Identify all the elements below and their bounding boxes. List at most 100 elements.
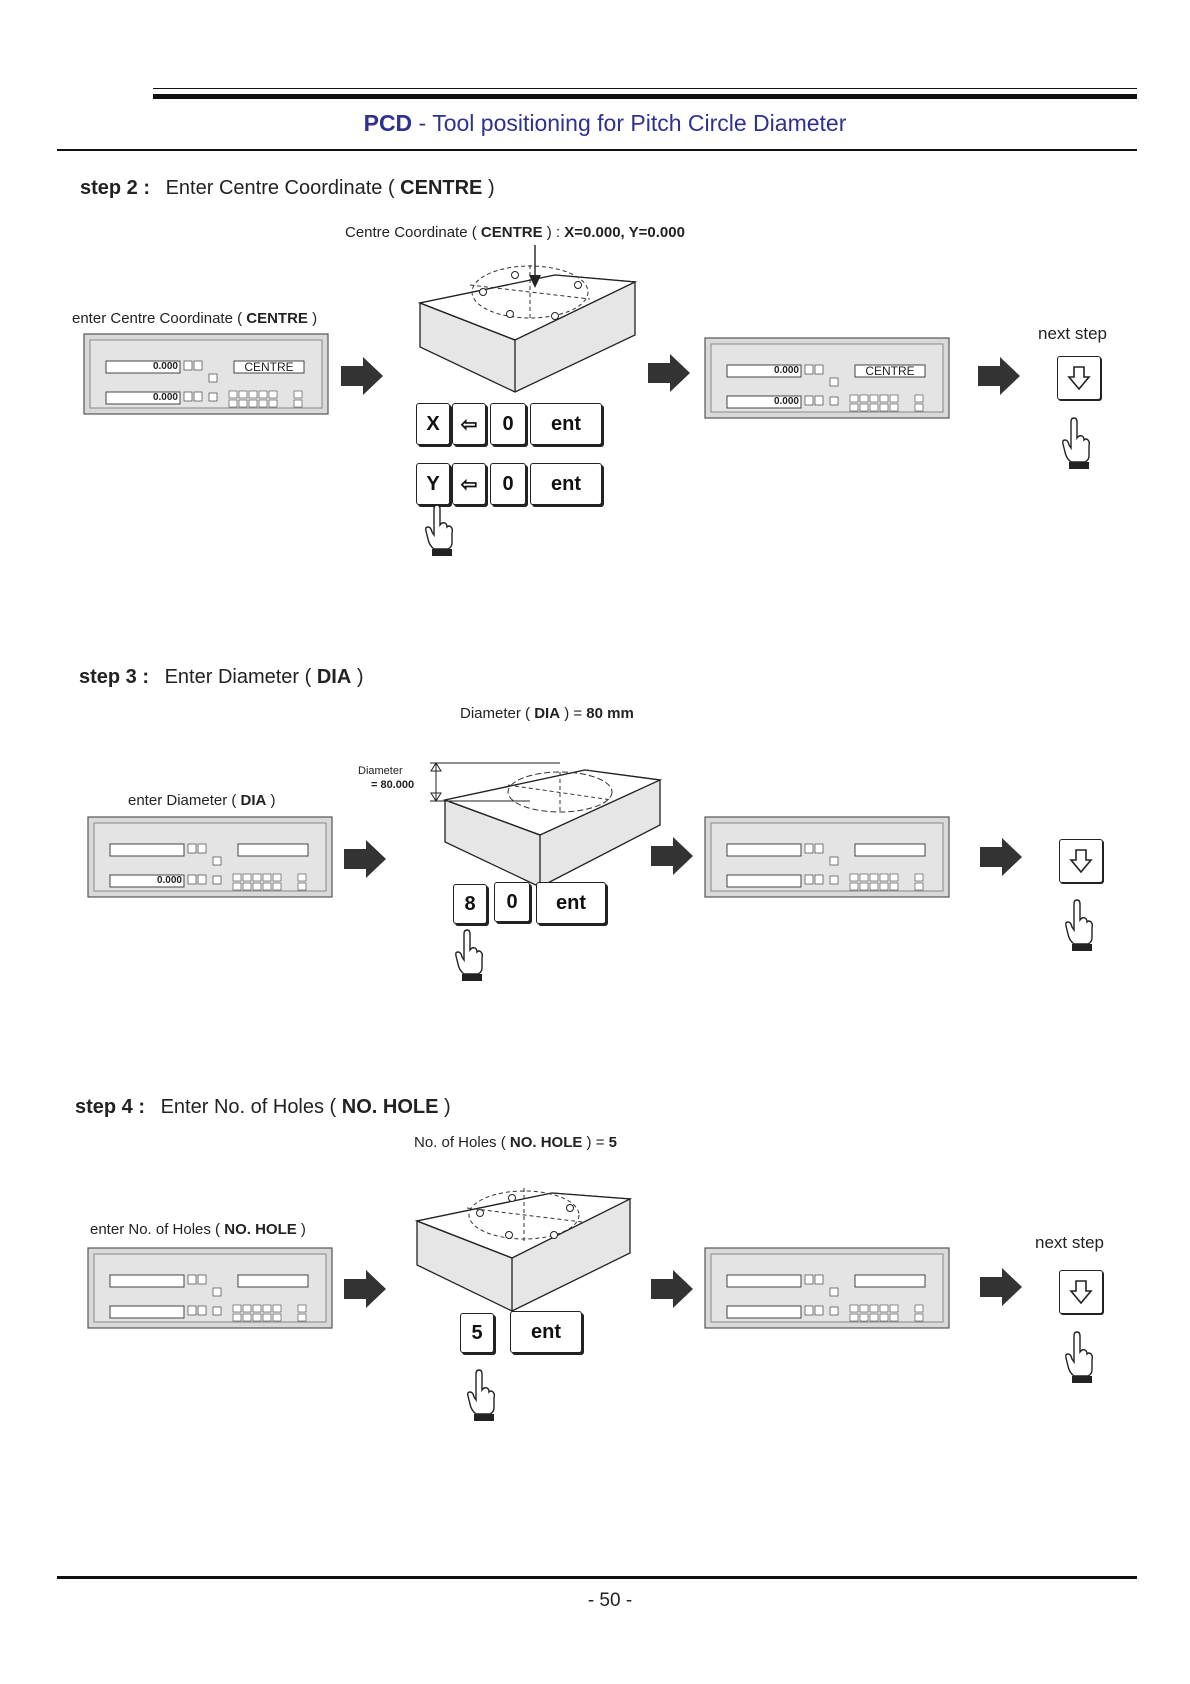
step4-heading: step 4 : Enter No. of Holes ( NO. HOLE )	[75, 1096, 451, 1119]
step2-text-bold: CENTRE	[400, 177, 483, 199]
down-arrow-button[interactable]	[1059, 1270, 1103, 1314]
step3-text-post: )	[351, 666, 364, 688]
step4-enter-cap-bold: NO. HOLE	[224, 1221, 297, 1238]
next-step-label: next step	[1035, 1233, 1104, 1252]
key-backspace-button[interactable]: ⇦	[452, 403, 486, 445]
step4-diag-cap-mid: ) =	[582, 1134, 609, 1151]
step3-text-bold: DIA	[316, 666, 352, 688]
dro-panel-graphic	[83, 333, 329, 415]
diameter-label: Diameter	[358, 765, 403, 777]
dro-panel-graphic	[704, 1247, 950, 1329]
key-ent-button[interactable]: ent	[510, 1311, 582, 1353]
step4-enter-caption: enter No. of Holes ( NO. HOLE )	[90, 1221, 306, 1238]
dro-message: CENTRE	[865, 364, 915, 378]
dro-x-value: 0.000	[773, 365, 799, 376]
step2-enter-caption: enter Centre Coordinate ( CENTRE )	[72, 310, 317, 327]
step2-enter-cap-pre: enter Centre Coordinate (	[72, 310, 247, 327]
next-step-label: next step	[1038, 324, 1107, 343]
pointing-hand-icon	[467, 1369, 496, 1421]
title-bold: PCD	[363, 110, 413, 136]
step3-dro-before: 0.000	[87, 816, 333, 898]
dro-y-value: 0.000	[156, 875, 182, 886]
step4-dro-before	[87, 1247, 333, 1329]
step2-heading: step 2 : Enter Centre Coordinate ( CENTR…	[80, 177, 495, 200]
step2-diag-cap-pre: Centre Coordinate (	[345, 224, 481, 241]
down-arrow-icon	[1069, 1280, 1093, 1305]
step2-diag-cap-value: X=0.000, Y=0.000	[564, 224, 685, 241]
dro-panel-graphic	[87, 816, 333, 898]
step2-enter-cap-post: )	[307, 310, 318, 327]
step3-text-pre: Enter Diameter (	[164, 666, 317, 688]
step2-text-pre: Enter Centre Coordinate (	[165, 177, 401, 199]
step3-workpiece-diagram	[430, 762, 663, 888]
title-underline	[57, 149, 1137, 151]
flow-arrow-icon	[648, 354, 690, 392]
step2-diag-cap-mid: ) :	[542, 224, 565, 241]
pointing-hand-icon	[1065, 899, 1094, 951]
key-backspace-button[interactable]: ⇦	[452, 463, 486, 505]
step4-enter-cap-post: )	[296, 1221, 306, 1238]
page-number: - 50 -	[587, 1590, 633, 1611]
key-0-button[interactable]: 0	[490, 463, 526, 505]
footer-rule	[57, 1576, 1137, 1579]
down-arrow-icon	[1067, 366, 1091, 391]
dro-panel-graphic	[87, 1247, 333, 1329]
pointing-hand-icon	[1065, 1331, 1094, 1383]
flow-arrow-icon	[980, 838, 1022, 876]
step4-text-pre: Enter No. of Holes (	[160, 1096, 342, 1118]
title-rest: - Tool positioning for Pitch Circle Diam…	[412, 110, 847, 136]
step3-diag-cap-pre: Diameter (	[460, 705, 535, 722]
step4-enter-cap-pre: enter No. of Holes (	[90, 1221, 225, 1238]
step3-dro-after	[704, 816, 950, 898]
step2-dro-after: 0.000 0.000 CENTRE	[704, 337, 950, 419]
down-arrow-button[interactable]	[1059, 839, 1103, 883]
step3-enter-cap-post: )	[266, 792, 276, 809]
flow-arrow-icon	[651, 837, 693, 875]
dro-y-value: 0.000	[773, 396, 799, 407]
step2-label: step 2 :	[80, 177, 151, 199]
key-5-button[interactable]: 5	[460, 1313, 494, 1353]
key-0-button[interactable]: 0	[490, 403, 526, 445]
step4-text-post: )	[438, 1096, 451, 1118]
step3-diag-cap-value: 80 mm	[586, 705, 634, 722]
flow-arrow-icon	[344, 1270, 386, 1308]
step4-diagram-caption: No. of Holes ( NO. HOLE ) = 5	[414, 1134, 617, 1151]
key-ent-button[interactable]: ent	[530, 463, 602, 505]
key-x-button[interactable]: X	[416, 403, 450, 445]
down-arrow-button[interactable]	[1057, 356, 1101, 400]
step2-workpiece-diagram	[417, 245, 638, 393]
flow-arrow-icon	[651, 1270, 693, 1308]
page-title: PCD - Tool positioning for Pitch Circle …	[0, 110, 1190, 137]
flow-arrow-icon	[978, 357, 1020, 395]
header-rule-thin	[153, 88, 1137, 89]
step3-label: step 3 :	[79, 666, 150, 688]
dro-x-value: 0.000	[152, 361, 178, 372]
flow-arrow-icon	[344, 840, 386, 878]
pointing-hand-icon	[455, 929, 484, 981]
key-ent-button[interactable]: ent	[536, 882, 606, 924]
key-ent-button[interactable]: ent	[530, 403, 602, 445]
key-8-button[interactable]: 8	[453, 884, 487, 924]
down-arrow-icon	[1069, 849, 1093, 874]
key-0-button[interactable]: 0	[494, 882, 530, 922]
step2-diag-cap-bold: CENTRE	[480, 224, 543, 241]
flow-arrow-icon	[341, 357, 383, 395]
step3-enter-cap-bold: DIA	[240, 792, 267, 809]
step3-heading: step 3 : Enter Diameter ( DIA )	[79, 666, 364, 689]
step4-workpiece-diagram	[414, 1188, 633, 1312]
step4-diag-cap-pre: No. of Holes (	[414, 1134, 510, 1151]
step2-diagram-caption: Centre Coordinate ( CENTRE ) : X=0.000, …	[345, 224, 685, 241]
pointing-hand-icon	[425, 504, 454, 556]
dro-panel-graphic	[704, 816, 950, 898]
step3-enter-caption: enter Diameter ( DIA )	[128, 792, 276, 809]
step4-dro-after	[704, 1247, 950, 1329]
step3-enter-cap-pre: enter Diameter (	[128, 792, 241, 809]
step3-diagram-caption: Diameter ( DIA ) = 80 mm	[460, 705, 634, 722]
key-y-button[interactable]: Y	[416, 463, 450, 505]
dro-panel-graphic	[704, 337, 950, 419]
step4-text-bold: NO. HOLE	[341, 1096, 439, 1118]
step2-text-post: )	[482, 177, 495, 199]
step4-label: step 4 :	[75, 1096, 146, 1118]
header-rule-thick	[153, 94, 1137, 99]
step4-diag-cap-bold: NO. HOLE	[509, 1134, 583, 1151]
